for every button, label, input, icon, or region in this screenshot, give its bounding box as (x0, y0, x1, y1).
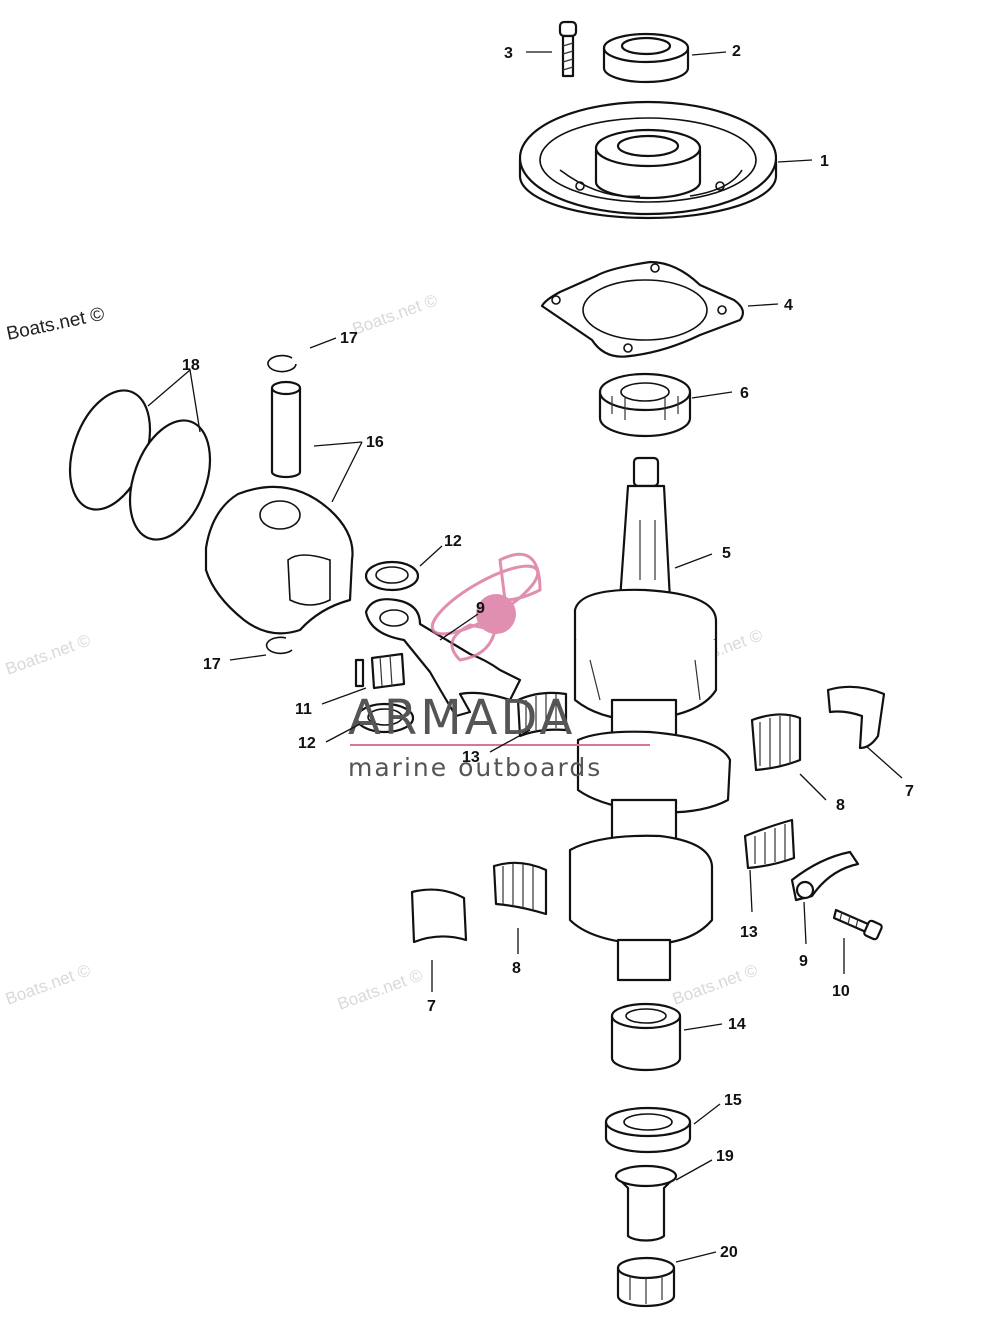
part-12-thrust-washer-upper (364, 560, 420, 592)
part-2-seal (602, 32, 690, 84)
part-18-piston-rings (68, 389, 212, 541)
part-6-ball-bearing (598, 372, 692, 438)
callout-9-rod: 9 (476, 600, 485, 617)
part-12-thrust-washer-lower (355, 702, 415, 734)
part-19-sleeve (614, 1164, 678, 1242)
part-17-circlip-upper (267, 354, 297, 373)
brand-underline (350, 744, 650, 746)
part-20-needle-bearing (616, 1256, 676, 1308)
watermark-boats-net-1: Boats.net © (5, 304, 107, 345)
callout-19: 19 (716, 1148, 734, 1165)
part-7-bearing-shell-right (826, 685, 886, 750)
leader-lines (147, 51, 903, 1263)
part-9-rod-cap (790, 850, 860, 902)
callout-16: 16 (366, 434, 384, 451)
part-13-roller-cage-right (743, 818, 796, 870)
callout-7-left: 7 (427, 998, 436, 1015)
part-8-roller-cage-right (750, 713, 802, 772)
part-13-roller-cage-center (516, 691, 568, 738)
armada-propeller-logo (430, 552, 542, 662)
part-8-roller-cage-left (492, 861, 548, 916)
part-7-bearing-shell-left (410, 888, 468, 944)
watermark-boats-net-6: Boats.net © (335, 965, 426, 1013)
part-5-crankshaft (568, 456, 732, 982)
part-9-connecting-rod (364, 598, 522, 718)
callout-20: 20 (720, 1244, 738, 1261)
watermark-boats-net-2: Boats.net © (350, 290, 441, 338)
part-15-seal (604, 1106, 692, 1154)
part-17-circlip-lower (265, 636, 293, 655)
part-4-gasket (540, 260, 744, 358)
callout-2: 2 (732, 43, 741, 60)
watermark-boats-net-7: Boats.net © (670, 960, 761, 1008)
callout-17-upper: 17 (340, 330, 358, 347)
callout-10: 10 (832, 983, 850, 1000)
part-16-piston (204, 485, 354, 635)
callout-18: 18 (182, 357, 200, 374)
watermark-boats-net-5: Boats.net © (3, 960, 94, 1008)
part-11-needle-bearing (354, 652, 406, 690)
callout-1: 1 (820, 153, 829, 170)
callout-13-center: 13 (462, 749, 480, 766)
callout-12-lower: 12 (298, 735, 316, 752)
callout-12-upper: 12 (444, 533, 462, 550)
callout-5: 5 (722, 545, 731, 562)
callout-13-right: 13 (740, 924, 758, 941)
callout-15: 15 (724, 1092, 742, 1109)
part-3-screw (558, 20, 578, 78)
part-1-end-cap (518, 100, 778, 220)
armada-brand-name: ARMADA (348, 690, 575, 746)
callout-8-left: 8 (512, 960, 521, 977)
callout-11: 11 (295, 701, 312, 718)
callout-3: 3 (504, 45, 513, 62)
callout-17-lower: 17 (203, 656, 221, 673)
part-16-piston-pin (270, 380, 302, 479)
callout-8-right: 8 (836, 797, 845, 814)
callout-7-right: 7 (905, 783, 914, 800)
callout-14: 14 (728, 1016, 746, 1033)
callout-labels: 1 2 3 4 5 6 7 7 8 8 9 9 10 11 12 12 13 1… (182, 43, 914, 1261)
armada-brand-tagline: marine outboards (348, 753, 602, 782)
watermark-boats-net-3: Boats.net © (3, 630, 94, 678)
callout-9-cap: 9 (799, 953, 808, 970)
callout-4: 4 (784, 297, 793, 314)
callout-6: 6 (740, 385, 749, 402)
part-10-cap-screw (832, 908, 883, 941)
part-14-needle-bearing (610, 1002, 682, 1072)
